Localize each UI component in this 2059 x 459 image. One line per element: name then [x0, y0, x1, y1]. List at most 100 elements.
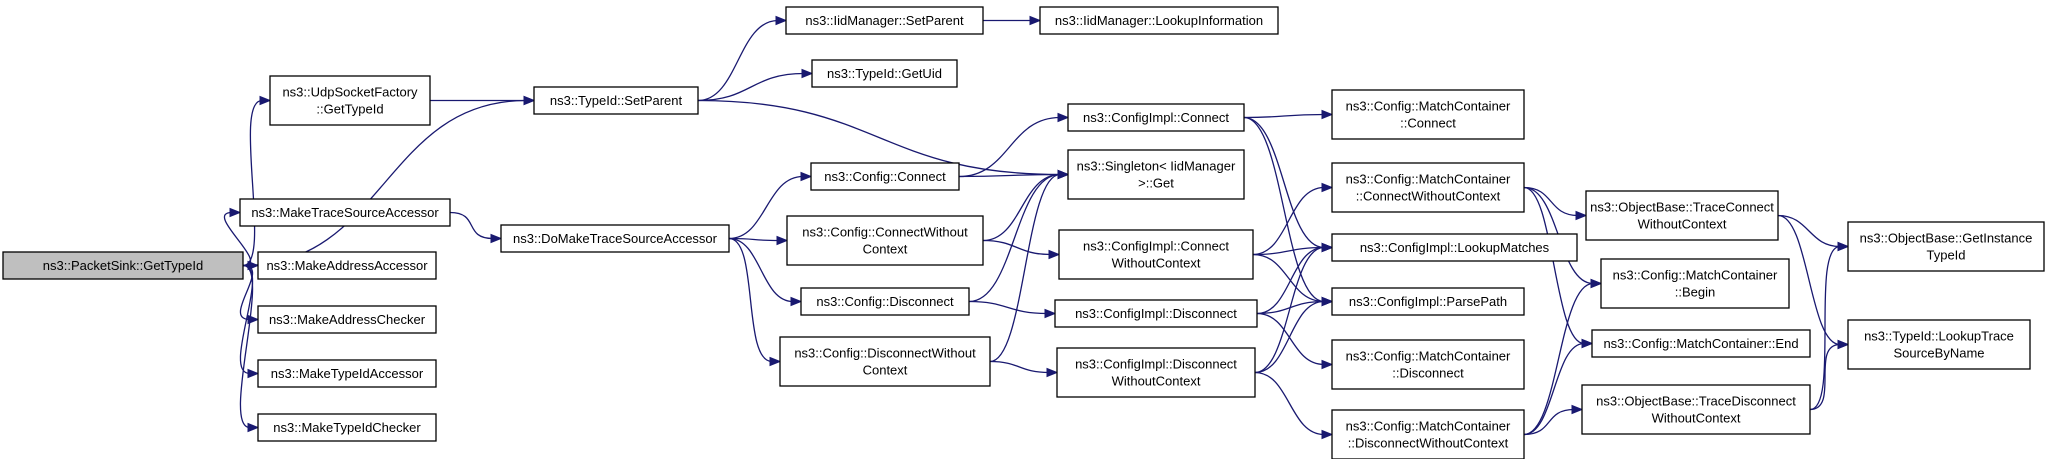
arrow-head-n30-n32 [1837, 339, 1850, 350]
edge-n8-n14 [728, 237, 773, 363]
graph-node[interactable]: ns3::ConfigImpl::LookupMatches [1331, 233, 1578, 262]
arrow-head-n12-n18 [1048, 249, 1061, 260]
node-label: ::Connect [1400, 116, 1456, 131]
graph-node[interactable]: ns3::MakeTraceSourceAccessor [239, 198, 451, 227]
graph-node[interactable]: ns3::Config::Disconnect [800, 287, 970, 316]
node-box [1039, 6, 1279, 35]
graph-node[interactable]: ns3::ConfigImpl::Connect [1067, 103, 1245, 132]
node-box [1585, 190, 1779, 241]
node-label: ns3::Singleton< IidManager [1077, 159, 1236, 174]
edge-n7-n17 [697, 99, 1061, 176]
edge-n26-n30 [1523, 408, 1575, 436]
graph-node[interactable]: ns3::ConfigImpl::DisconnectWithoutContex… [1056, 347, 1256, 398]
node-label: ns3::ObjectBase::GetInstance [1860, 231, 2033, 246]
arrow-head-n19-n25 [1321, 359, 1334, 370]
node-label: ns3::ConfigImpl::Disconnect [1075, 357, 1237, 372]
edge-n22-n29 [1523, 186, 1585, 345]
arrow-head-n8-n12 [776, 235, 789, 246]
node-label: ns3::ConfigImpl::Disconnect [1075, 306, 1237, 321]
node-box [1056, 347, 1256, 398]
edge-n13-n19 [968, 300, 1048, 315]
node-label: >::Get [1138, 176, 1174, 191]
graph-node[interactable]: ns3::ObjectBase::TraceDisconnectWithoutC… [1581, 384, 1811, 435]
node-box [785, 6, 984, 35]
graph-node[interactable]: ns3::Config::DisconnectWithoutContext [779, 336, 991, 387]
edge-n18-n24 [1252, 253, 1325, 303]
node-label: WithoutContext [1112, 256, 1201, 271]
graph-node[interactable]: ns3::Config::MatchContainer::Connect [1331, 89, 1525, 140]
node-label: SourceByName [1893, 346, 1984, 361]
node-label: ns3::Config::MatchContainer [1346, 419, 1511, 434]
arrow-head-n20-n23 [1321, 242, 1334, 253]
edge-n18-n23 [1252, 246, 1325, 256]
root-node[interactable]: ns3::PacketSink::GetTypeId [2, 251, 244, 280]
graph-node[interactable]: ns3::UdpSocketFactory::GetTypeId [269, 75, 431, 126]
edge-n20-n26 [1254, 371, 1325, 436]
arrow-head-n26-n30 [1571, 404, 1584, 415]
node-box [1067, 103, 1245, 132]
edge-n26-n29 [1523, 342, 1585, 436]
node-label: ns3::MakeAddressAccessor [266, 258, 428, 273]
arrow-head-n16-n21 [1321, 109, 1334, 120]
arrow-head-n26-n28 [1590, 278, 1603, 289]
arrow-head-n8-n13 [790, 296, 803, 307]
node-label: WithoutContext [1638, 217, 1727, 232]
edge-n14-n20 [989, 360, 1050, 374]
graph-node[interactable]: ns3::Config::MatchContainer::End [1591, 329, 1811, 358]
graph-node[interactable]: ns3::Config::MatchContainer::Disconnect [1331, 339, 1525, 390]
node-box [1591, 329, 1811, 358]
graph-node[interactable]: ns3::DoMakeTraceSourceAccessor [500, 224, 730, 253]
node-label: ns3::ConfigImpl::ParsePath [1349, 294, 1507, 309]
edge-n0-n6 [239, 264, 254, 429]
graph-node[interactable]: ns3::TypeId::GetUid [811, 59, 958, 88]
node-label: ::Disconnect [1392, 366, 1464, 381]
edge-n0-n1 [242, 99, 263, 267]
graph-node[interactable]: ns3::Config::MatchContainer::Begin [1600, 258, 1790, 309]
graph-node[interactable]: ns3::Config::Connect [810, 162, 960, 191]
edge-n22-n27 [1523, 186, 1579, 217]
edge-n13-n17 [968, 173, 1061, 303]
graph-node[interactable]: ns3::TypeId::SetParent [533, 86, 699, 115]
node-box [500, 224, 730, 253]
graph-node[interactable]: ns3::IidManager::LookupInformation [1039, 6, 1279, 35]
graph-node[interactable]: ns3::IidManager::SetParent [785, 6, 984, 35]
arrow-head-n14-n20 [1046, 367, 1059, 378]
graph-node[interactable]: ns3::MakeAddressAccessor [257, 251, 437, 280]
edge-n27-n32 [1777, 214, 1841, 346]
arrow-head-n20-n24 [1321, 296, 1334, 307]
graph-node[interactable]: ns3::MakeTypeIdChecker [257, 413, 437, 442]
node-label: Context [863, 363, 908, 378]
edge-n26-n28 [1523, 282, 1594, 436]
edge-n14-n17 [989, 173, 1061, 363]
node-label: ns3::Config::Connect [824, 169, 946, 184]
node-label: ns3::PacketSink::GetTypeId [43, 258, 203, 273]
graph-node[interactable]: ns3::MakeAddressChecker [257, 305, 437, 334]
node-box [1331, 287, 1525, 316]
graph-node[interactable]: ns3::Config::MatchContainer::ConnectWith… [1331, 162, 1525, 213]
node-label: ns3::ConfigImpl::LookupMatches [1360, 240, 1550, 255]
graph-node[interactable]: ns3::Config::ConnectWithoutContext [786, 215, 984, 266]
graph-node[interactable]: ns3::Singleton< IidManager >::Get [1067, 149, 1245, 200]
node-box [1058, 229, 1254, 280]
graph-node[interactable]: ns3::ConfigImpl::Disconnect [1054, 299, 1258, 328]
edge-n20-n24 [1254, 300, 1325, 374]
node-label: ns3::Config::MatchContainer [1346, 99, 1511, 114]
graph-node[interactable]: ns3::ConfigImpl::ConnectWithoutContext [1058, 229, 1254, 280]
graph-node[interactable]: ns3::MakeTypeIdAccessor [257, 359, 437, 388]
node-box [1331, 339, 1525, 390]
edge-n2-n8 [449, 211, 494, 240]
graph-node[interactable]: ns3::ConfigImpl::ParsePath [1331, 287, 1525, 316]
node-box [1847, 319, 2031, 370]
arrow-head-n22-n27 [1575, 210, 1588, 221]
node-label: ns3::Config::DisconnectWithout [794, 346, 976, 361]
node-box [1331, 233, 1578, 262]
edge-n16-n24 [1243, 116, 1325, 303]
arrow-head-n13-n19 [1044, 308, 1057, 319]
edge-n16-n23 [1243, 116, 1325, 249]
graph-node[interactable]: ns3::ObjectBase::TraceConnectWithoutCont… [1585, 190, 1779, 241]
node-box [779, 336, 991, 387]
graph-node[interactable]: ns3::Config::MatchContainer::DisconnectW… [1331, 409, 1525, 459]
